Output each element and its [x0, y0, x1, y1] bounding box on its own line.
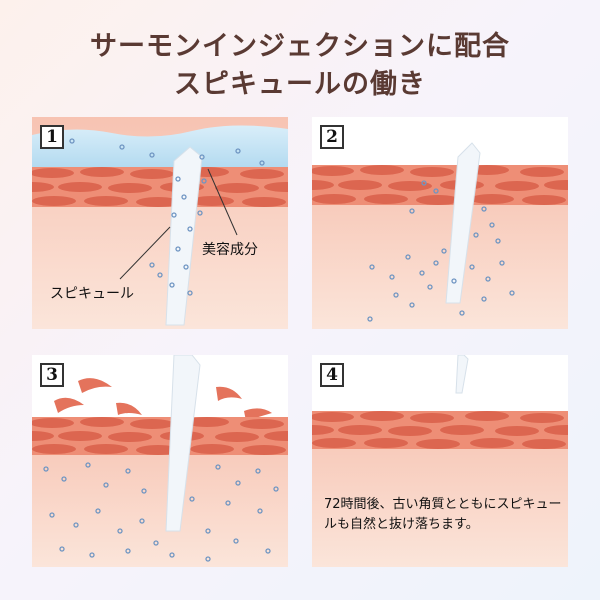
- step-1-illustration: [32, 117, 288, 329]
- skin-cell-icon: [312, 411, 568, 449]
- step-panel-4: 4 72時間後、古い角質とともにスピキュールも自然と抜け落ちます。: [312, 355, 568, 567]
- spicule-label: スピキュール: [50, 286, 134, 302]
- particle-dot-icon: [367, 180, 515, 322]
- step-number-4: 4: [320, 363, 344, 387]
- step-panel-1: 1 美容成分 スピキュール: [32, 117, 288, 329]
- spicule-needle-icon: [165, 355, 201, 532]
- step-number-2: 2: [320, 125, 344, 149]
- particle-dot-icon: [69, 138, 265, 296]
- skin-cell-icon: [312, 165, 568, 205]
- step-4-caption: 72時間後、古い角質とともにスピキュールも自然と抜け落ちます。: [324, 497, 562, 532]
- step-panel-3: 3: [32, 355, 288, 567]
- spicule-needle-icon: [455, 355, 469, 394]
- step-number-1: 1: [40, 125, 64, 149]
- serum-layer: [32, 125, 288, 179]
- step-3-illustration: [32, 355, 288, 567]
- ingredient-label: 美容成分: [202, 242, 258, 258]
- particle-dot-icon: [43, 462, 279, 562]
- page-title-line2: スピキュールの働き: [174, 69, 426, 100]
- step-panel-2: 2: [312, 117, 568, 329]
- spicule-needle-icon: [445, 142, 481, 304]
- step-2-illustration: [312, 117, 568, 329]
- page-title-line1: サーモンインジェクションに配合: [90, 31, 510, 62]
- skin-cell-icon: [32, 417, 288, 455]
- skin-cell-icon: [32, 167, 288, 207]
- step-number-3: 3: [40, 363, 64, 387]
- step-4-illustration: [312, 355, 568, 567]
